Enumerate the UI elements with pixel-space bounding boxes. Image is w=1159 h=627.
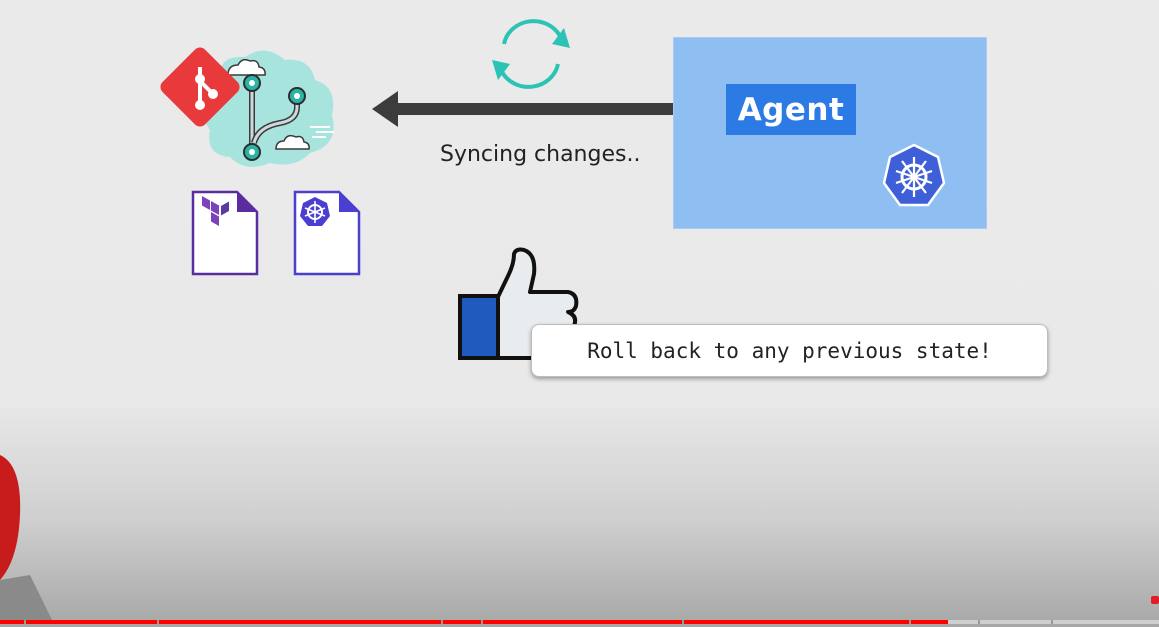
git-icon	[160, 47, 240, 127]
chapter-marker	[1051, 620, 1053, 624]
chapter-marker	[978, 620, 980, 624]
kubernetes-file-icon	[293, 190, 361, 276]
arrow-left-icon	[372, 91, 725, 127]
chapter-marker	[441, 620, 443, 624]
presenter-shape	[0, 455, 52, 620]
terraform-file-icon	[191, 190, 259, 276]
playhead-hint[interactable]	[1151, 596, 1159, 604]
chapter-marker	[909, 620, 911, 624]
branch-cloud-icon	[203, 50, 334, 167]
chapter-marker	[24, 620, 26, 624]
chapter-marker	[157, 620, 159, 624]
sync-status-text: Syncing changes..	[440, 142, 641, 167]
kubernetes-icon	[882, 143, 946, 207]
agent-label: Agent	[726, 84, 856, 135]
git-repo-illustration	[160, 47, 334, 167]
callout-text-box: Roll back to any previous state!	[531, 324, 1048, 377]
chapter-marker	[682, 620, 684, 624]
chapter-marker	[481, 620, 483, 624]
video-progress-played[interactable]	[0, 620, 948, 624]
sync-icon	[492, 19, 570, 89]
